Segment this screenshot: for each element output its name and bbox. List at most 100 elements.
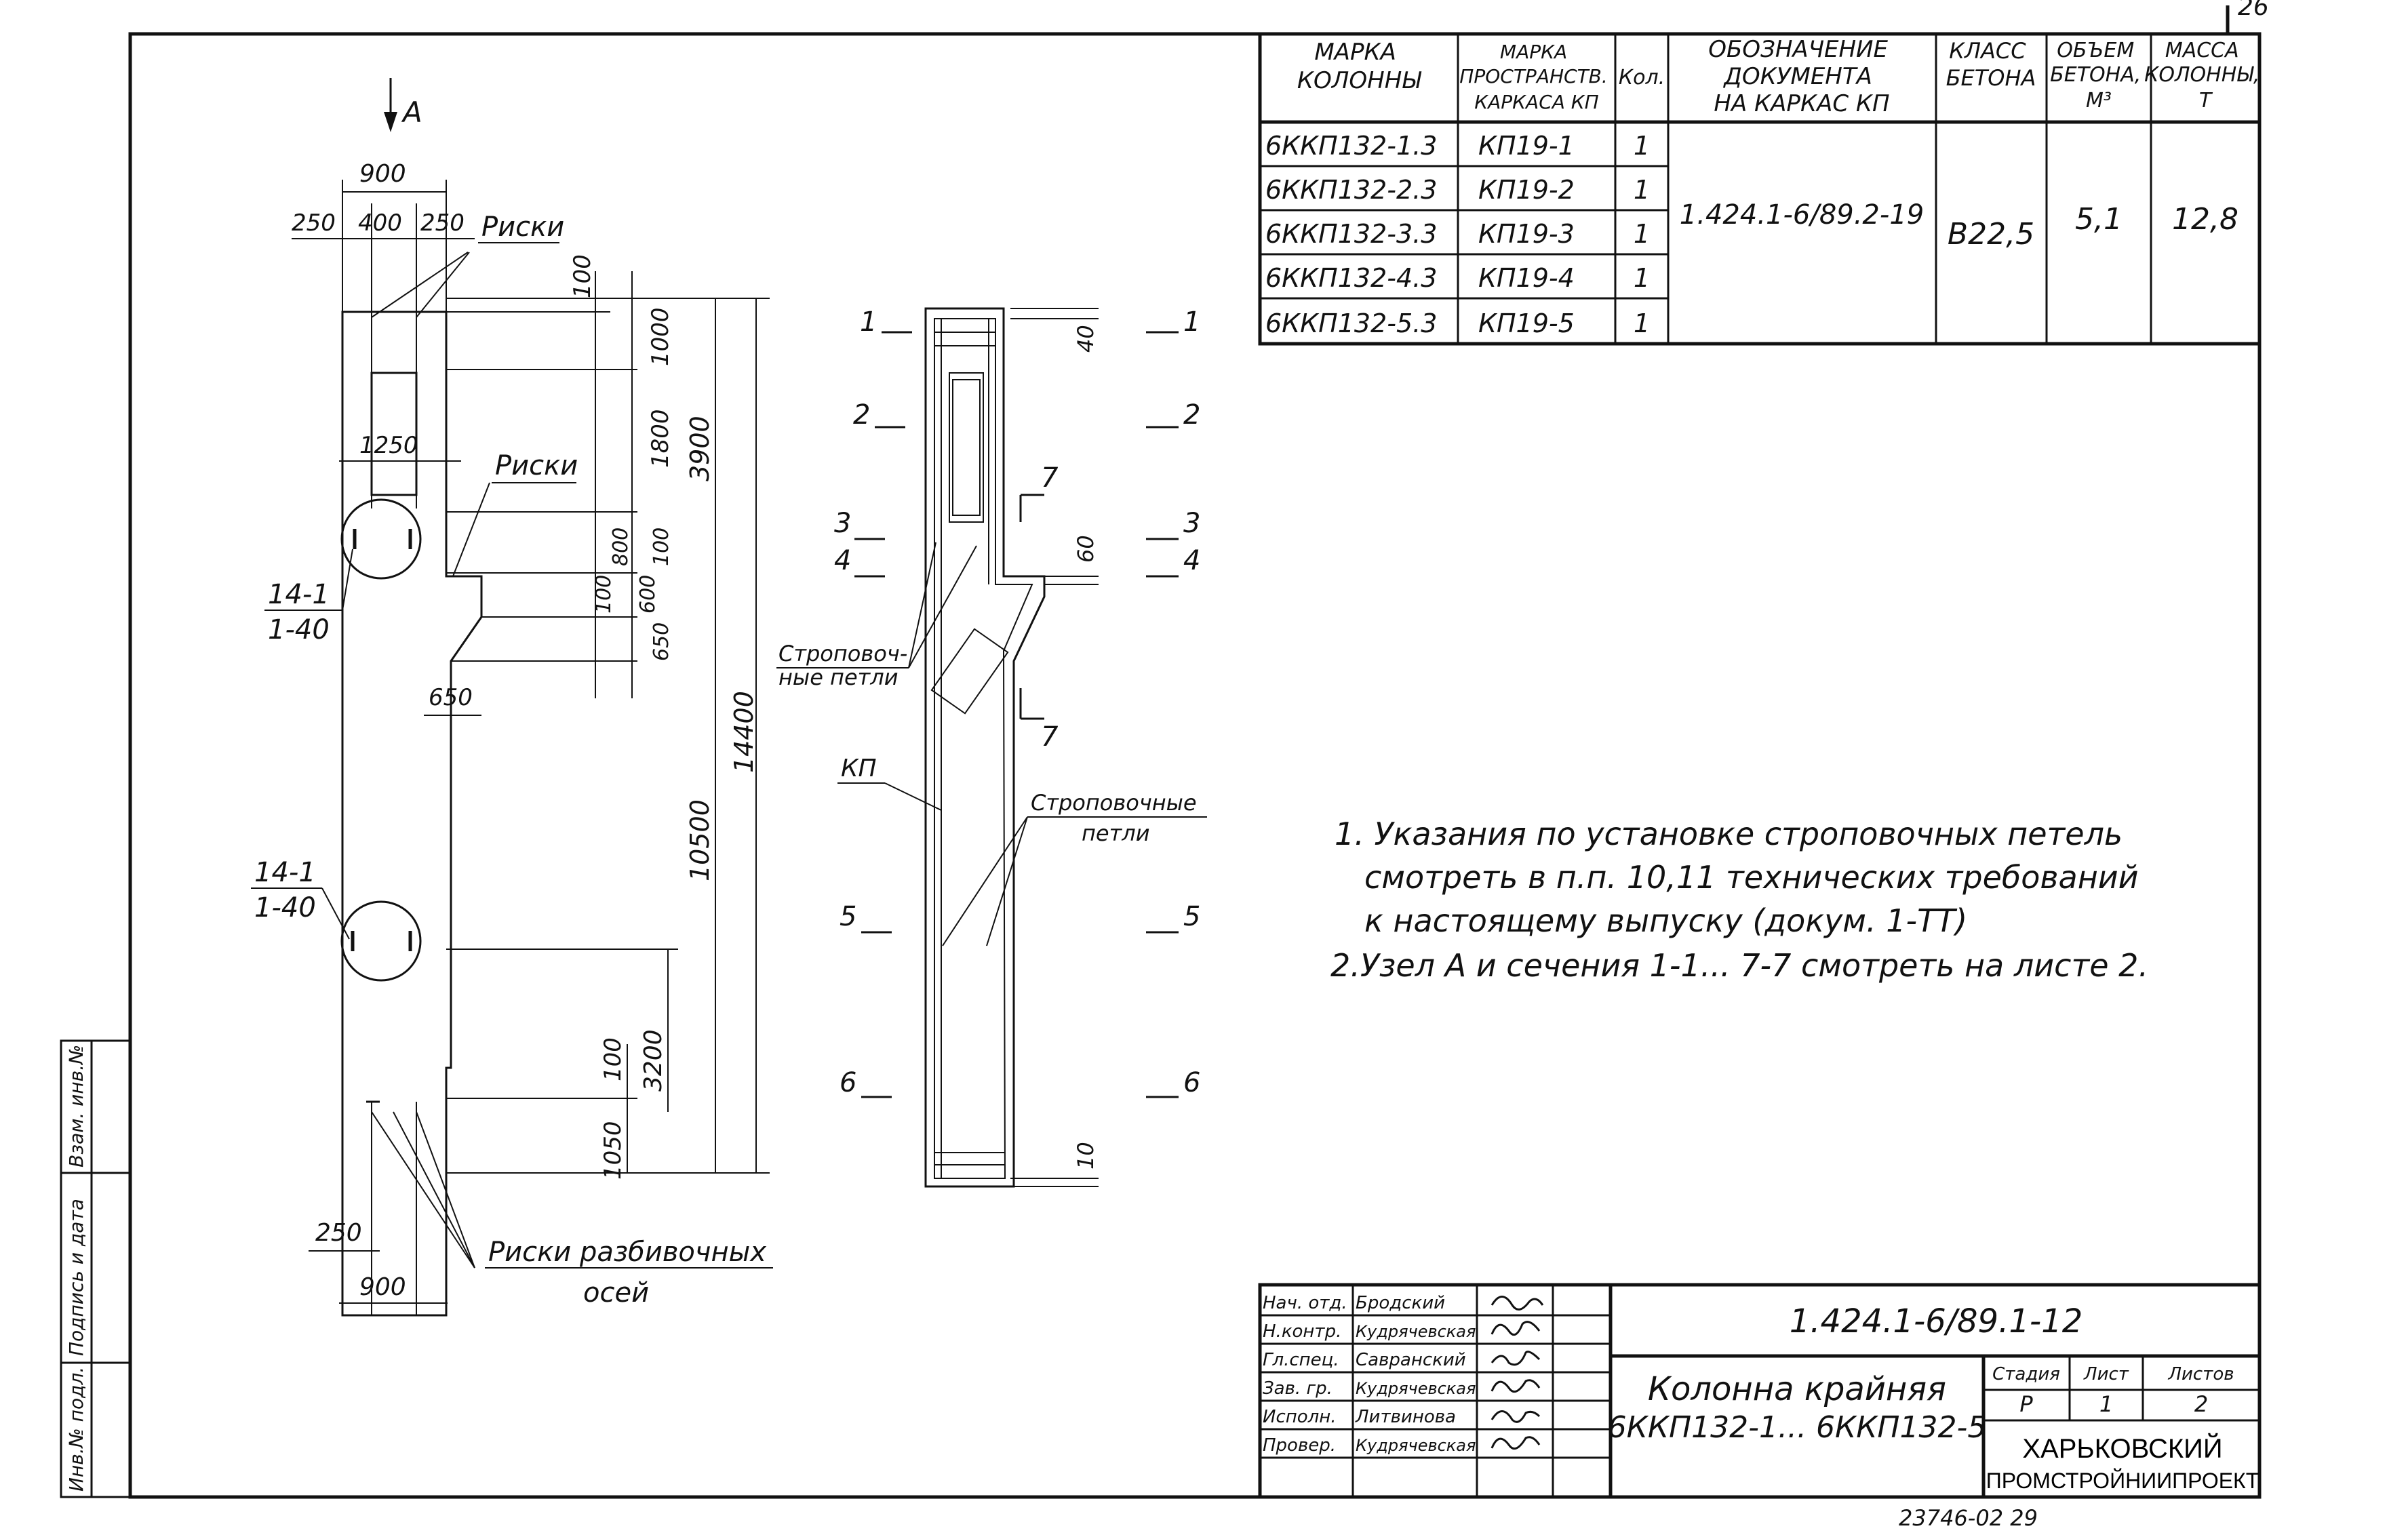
- svg-text:900: 900: [359, 1273, 406, 1301]
- svg-text:250: 250: [292, 209, 336, 237]
- svg-text:6ККП132-5.3: 6ККП132-5.3: [1265, 308, 1437, 338]
- svg-text:7: 7: [1041, 462, 1059, 494]
- svg-text:КП19-2: КП19-2: [1478, 175, 1575, 205]
- svg-text:осей: осей: [583, 1277, 649, 1309]
- svg-text:Лист: Лист: [2083, 1364, 2129, 1384]
- view-a-label: А: [401, 96, 422, 129]
- sheet-corner-number: 26: [2238, 0, 2269, 21]
- header-document: ОБОЗНАЧЕНИЕ ДОКУМЕНТА НА КАРКАС КП: [1708, 36, 1895, 117]
- svg-text:6ККП132-4.3: 6ККП132-4.3: [1265, 263, 1437, 293]
- sheet-value: 1: [2099, 1391, 2113, 1417]
- svg-text:1: 1: [1634, 263, 1650, 293]
- column-outline: [341, 311, 483, 1317]
- mass-value: 12,8: [2172, 202, 2238, 237]
- note-line: 1. Указания по установке строповочных пе…: [1335, 816, 2123, 852]
- table-row: 6ККП132-4.3 КП19-4 1: [1265, 263, 1650, 293]
- svg-text:Литвинова: Литвинова: [1355, 1407, 1456, 1427]
- svg-text:Бродский: Бродский: [1356, 1293, 1445, 1313]
- callout-bottom-label: 14-1: [254, 857, 316, 888]
- svg-text:6ККП132-2.3: 6ККП132-2.3: [1265, 175, 1437, 205]
- svg-text:10500: 10500: [685, 799, 715, 881]
- svg-text:3: 3: [834, 508, 851, 539]
- header-qty: Кол.: [1619, 66, 1665, 89]
- svg-text:Савранский: Савранский: [1356, 1350, 1466, 1370]
- svg-text:2: 2: [1183, 399, 1200, 431]
- designation: 1.424.1-6/89.1-12: [1790, 1302, 2083, 1340]
- organization-line-1: ХАРЬКОВСКИЙ: [2022, 1433, 2222, 1464]
- svg-text:Стадия: Стадия: [1992, 1364, 2060, 1384]
- header-mass: МАССА КОЛОННЫ, Т: [2144, 39, 2266, 113]
- note-line: 2.Узел А и сечения 1-1... 7-7 смотреть н…: [1330, 947, 2148, 984]
- svg-text:40: 40: [1073, 325, 1099, 353]
- svg-text:1000: 1000: [647, 307, 674, 366]
- header-column-mark: МАРКА КОЛОННЫ: [1297, 39, 1422, 94]
- organization-line-2: ПРОМСТРОЙНИИПРОЕКТ: [1986, 1469, 2259, 1493]
- svg-text:Н.контр.: Н.контр.: [1263, 1321, 1341, 1342]
- svg-text:10: 10: [1073, 1142, 1099, 1170]
- dim-14400: 14400: [729, 691, 759, 773]
- svg-text:650: 650: [650, 622, 673, 661]
- svg-text:100: 100: [592, 575, 616, 614]
- callout-circle-bottom: [340, 900, 422, 982]
- svg-text:ные петли: ные петли: [778, 664, 899, 690]
- note-line: смотреть в п.п. 10,11 технических требов…: [1364, 859, 2139, 896]
- sling-loops-label-2: Строповочные: [1031, 790, 1197, 816]
- svg-text:Провер.: Провер.: [1263, 1435, 1336, 1456]
- svg-text:6: 6: [1183, 1067, 1200, 1098]
- kp-label: КП: [841, 755, 877, 782]
- svg-text:5: 5: [1183, 901, 1200, 932]
- left-strip: Инв.№ подл. Подпись и дата Взам. инв.№: [60, 1039, 132, 1498]
- svg-text:3: 3: [1183, 508, 1200, 539]
- svg-text:КП19-1: КП19-1: [1478, 131, 1575, 161]
- svg-text:Зав. гр.: Зав. гр.: [1263, 1378, 1333, 1399]
- table-row: 6ККП132-3.3 КП19-3 1: [1265, 219, 1650, 249]
- svg-text:1: 1: [860, 306, 877, 338]
- svg-text:1-40: 1-40: [254, 892, 316, 923]
- risks-label-2: Риски: [495, 450, 578, 481]
- svg-text:250: 250: [420, 209, 465, 237]
- svg-text:1800: 1800: [647, 409, 674, 468]
- svg-text:6ККП132-1.3: 6ККП132-1.3: [1265, 131, 1437, 161]
- svg-text:4: 4: [1183, 545, 1200, 576]
- stage-value: Р: [2019, 1391, 2033, 1417]
- svg-text:1250: 1250: [359, 432, 418, 459]
- svg-text:6: 6: [840, 1067, 856, 1098]
- svg-text:100: 100: [599, 1037, 627, 1081]
- note-line: к настоящему выпуску (докум. 1-ТТ): [1364, 902, 1967, 939]
- concrete-class-value: B22,5: [1948, 217, 2034, 252]
- svg-text:1: 1: [1634, 219, 1650, 249]
- risks-label: Риски: [481, 212, 564, 243]
- svg-text:Листов: Листов: [2167, 1364, 2234, 1384]
- spec-table: МАРКА КОЛОННЫ МАРКА ПРОСТРАНСТВ. КАРКАСА…: [1258, 32, 2266, 346]
- strip-label-replace: Взам. инв.№: [65, 1045, 87, 1167]
- signatures: [1491, 1296, 1544, 1450]
- callout-circle-top: [340, 498, 422, 580]
- header-volume: ОБЪЕМ БЕТОНА, М³: [2050, 39, 2148, 113]
- volume-value: 5,1: [2075, 202, 2123, 237]
- dim-3900: 3900: [685, 416, 715, 481]
- svg-text:1-40: 1-40: [268, 614, 330, 645]
- column-section-view: 1 2 3 4 5 6 1 2 3 4 5 6: [776, 306, 1207, 1188]
- callout-top-label: 14-1: [268, 579, 330, 610]
- svg-text:1050: 1050: [599, 1121, 627, 1180]
- svg-text:1: 1: [1634, 175, 1650, 205]
- svg-text:Кудрячевская: Кудрячевская: [1356, 1436, 1476, 1455]
- svg-text:400: 400: [358, 209, 402, 237]
- svg-text:5: 5: [840, 901, 856, 932]
- section-cut-marks-left: 1 2 3 4 5 6: [834, 306, 912, 1098]
- table-row: 6ККП132-2.3 КП19-2 1: [1265, 175, 1650, 205]
- title-block: Нач. отд. Н.контр. Гл.спец. Зав. гр. Исп…: [1258, 1283, 2262, 1499]
- svg-text:250: 250: [315, 1219, 362, 1247]
- svg-text:Кудрячевская: Кудрячевская: [1356, 1379, 1476, 1398]
- svg-text:Гл.спец.: Гл.спец.: [1263, 1350, 1339, 1370]
- table-row: 6ККП132-5.3 КП19-5 1: [1265, 308, 1650, 338]
- svg-text:Нач. отд.: Нач. отд.: [1263, 1293, 1347, 1313]
- svg-text:100: 100: [650, 527, 673, 566]
- header-kp-mark: МАРКА ПРОСТРАНСТВ. КАРКАСА КП: [1459, 41, 1613, 113]
- svg-text:1: 1: [1634, 308, 1650, 338]
- column-elevation: А 900 250 400 250 Риски 1250: [251, 78, 773, 1317]
- document-designation: 1.424.1-6/89.2-19: [1680, 199, 1924, 231]
- svg-text:7: 7: [1041, 721, 1059, 753]
- svg-text:КП19-4: КП19-4: [1478, 263, 1575, 293]
